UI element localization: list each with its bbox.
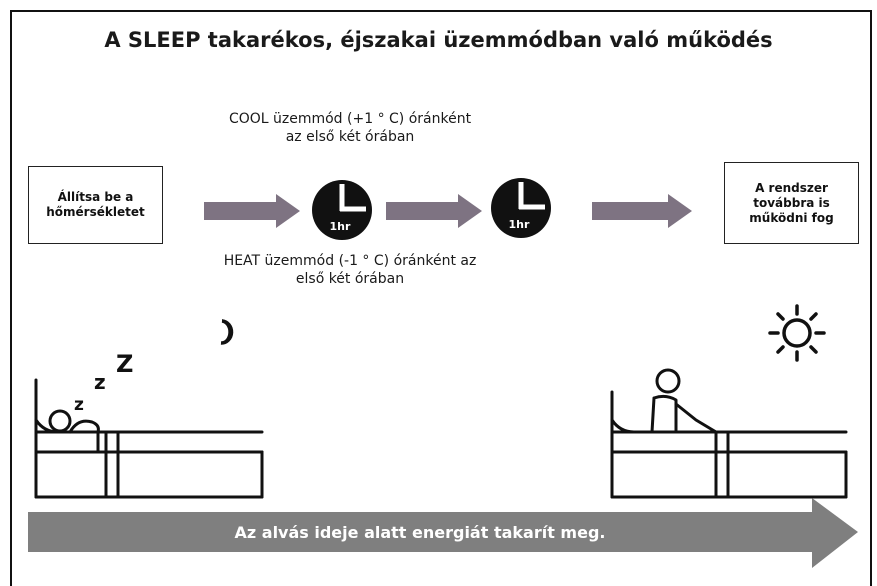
sleep-letter-3: Z xyxy=(116,350,133,378)
end-box-line3: működni fog xyxy=(749,210,834,225)
cool-note-line1: COOL üzemmód (+1 ° C) óránként xyxy=(228,111,472,127)
moon-icon xyxy=(220,319,234,345)
cool-mode-note: COOL üzemmód (+1 ° C) óránként az első k… xyxy=(190,110,510,146)
sun-icon xyxy=(768,304,826,362)
system-continues-box: A rendszer továbbra is működni fog xyxy=(724,162,859,244)
sleep-letter-2: z xyxy=(94,370,106,394)
sleep-letter-1: z xyxy=(74,395,84,415)
heat-mode-note: HEAT üzemmód (-1 ° C) óránként az első k… xyxy=(190,252,510,288)
heat-note-line2: első két órában xyxy=(295,271,405,287)
clock-icon: 1hr xyxy=(312,180,372,240)
set-temperature-box: Állítsa be a hőmérsékletet xyxy=(28,166,163,244)
diagram-frame xyxy=(10,10,872,586)
sleeping-person-icon xyxy=(34,378,264,499)
diagram-title: A SLEEP takarékos, éjszakai üzemmódban v… xyxy=(104,28,773,52)
clock-1-label: 1hr xyxy=(330,220,351,233)
heat-note-line1: HEAT üzemmód (-1 ° C) óránként az xyxy=(223,253,477,269)
banner-text: Az alvás ideje alatt energiát takarít me… xyxy=(234,522,606,542)
cool-note-line2: az első két órában xyxy=(285,129,415,145)
banner-arrow xyxy=(28,498,858,568)
flow-arrow-3 xyxy=(592,194,692,228)
waking-person-icon xyxy=(610,368,848,499)
end-box-line2: továbbra is xyxy=(753,195,830,210)
clock-icon: 1hr xyxy=(491,178,551,238)
flow-arrow-2 xyxy=(386,194,482,228)
flow-arrow-1 xyxy=(204,194,300,228)
end-box-line1: A rendszer xyxy=(755,180,828,195)
start-box-line2: hőmérsékletet xyxy=(46,205,145,219)
clock-2-label: 1hr xyxy=(509,218,530,231)
start-box-line1: Állítsa be a xyxy=(57,190,134,204)
